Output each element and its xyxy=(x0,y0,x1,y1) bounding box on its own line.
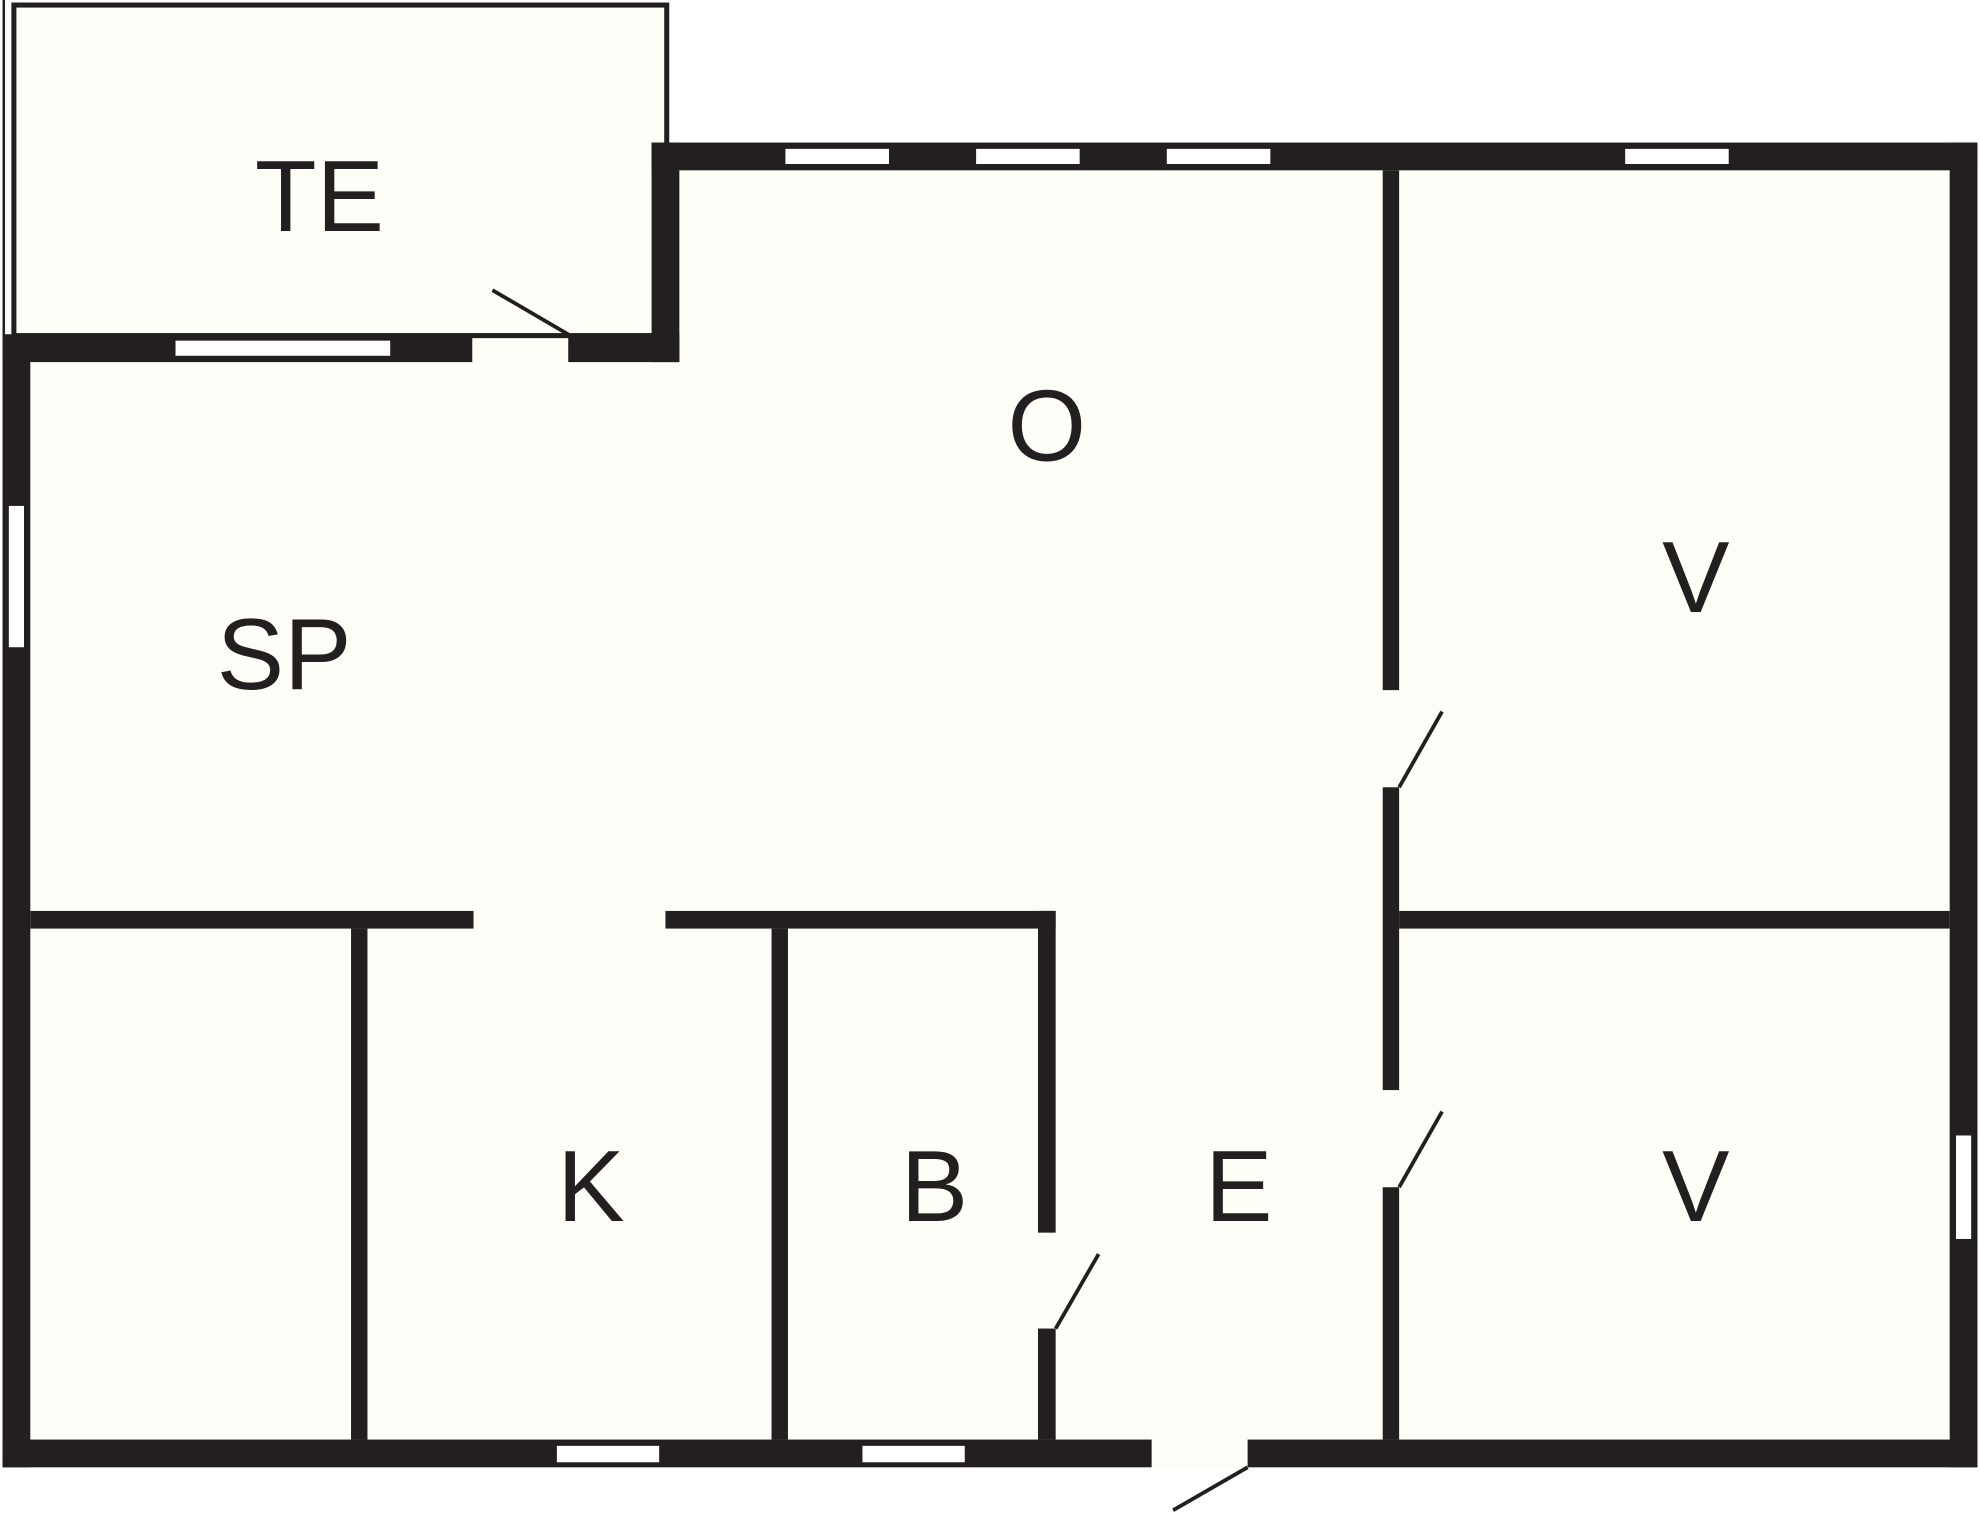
room-label-k: K xyxy=(557,1131,624,1243)
room-label-te: TE xyxy=(255,141,384,253)
window xyxy=(175,340,391,356)
window xyxy=(1166,148,1271,165)
door-swing xyxy=(1397,1110,1444,1189)
doors xyxy=(491,288,1444,1512)
apartment-floor xyxy=(2,142,1978,1468)
door-swing xyxy=(1172,1465,1249,1512)
window xyxy=(8,505,24,648)
window xyxy=(1625,148,1729,165)
room-label-o: O xyxy=(1008,370,1087,482)
interior-walls xyxy=(30,170,1950,1440)
door-swing xyxy=(491,288,570,336)
window xyxy=(556,1445,660,1463)
window xyxy=(785,148,889,165)
door-swing xyxy=(1054,1253,1101,1330)
room-label-v: V xyxy=(1662,522,1729,634)
window xyxy=(976,148,1080,165)
window xyxy=(1956,1135,1972,1239)
window xyxy=(862,1445,965,1463)
room-label-v: V xyxy=(1662,1131,1729,1243)
room-label-b: B xyxy=(901,1131,968,1243)
windows xyxy=(8,148,1972,1463)
room-label-sp: SP xyxy=(217,599,352,711)
room-label-e: E xyxy=(1205,1131,1272,1243)
door-swing xyxy=(1397,710,1444,789)
floor-corner-terrace xyxy=(12,5,652,336)
